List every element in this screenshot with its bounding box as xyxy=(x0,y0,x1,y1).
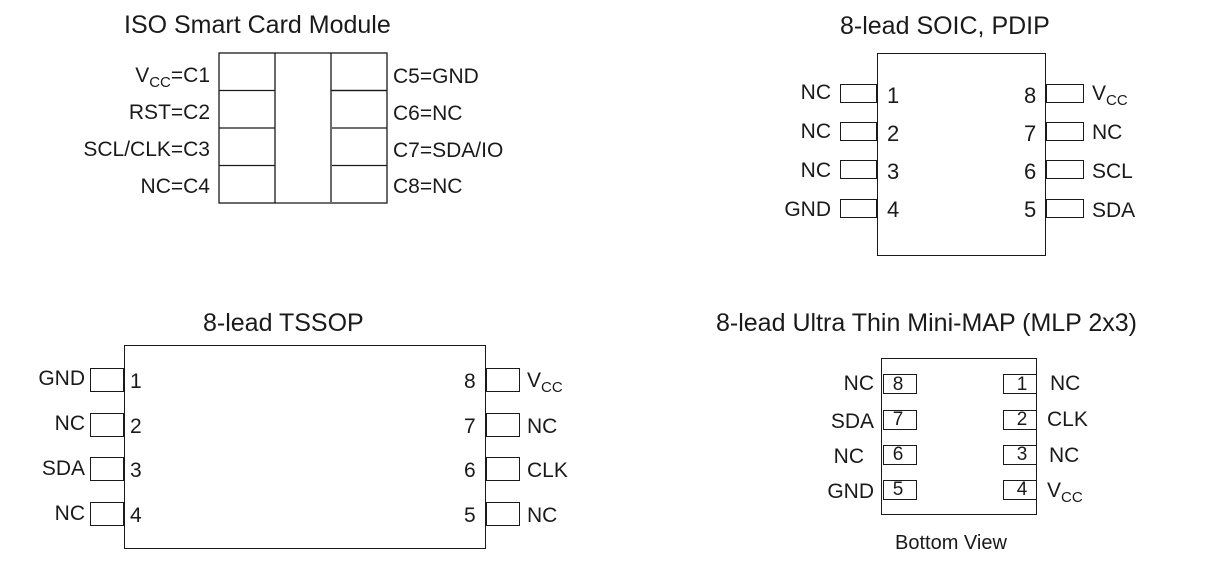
iso-right-label-c5: C5=GND xyxy=(393,65,479,88)
tssop-pin-number-1: 1 xyxy=(130,370,142,393)
mlp-pad-number-8: 8 xyxy=(892,374,904,395)
soic-body xyxy=(877,53,1046,256)
soic-pin-number-4: 4 xyxy=(887,197,900,222)
mlp-pad-7 xyxy=(883,410,917,430)
tssop-pin-number-3: 3 xyxy=(130,459,142,482)
soic-pin-1 xyxy=(840,84,877,103)
soic-right-label-7: NC xyxy=(1092,121,1123,144)
tssop-pin-number-6: 6 xyxy=(464,459,476,482)
soic-right-label-5: SDA xyxy=(1092,199,1136,222)
tssop-right-label-5: NC xyxy=(527,504,558,527)
mlp-pad-number-7: 7 xyxy=(892,409,904,430)
mlp-pad-number-2: 2 xyxy=(1016,409,1028,430)
tssop-pin-4 xyxy=(90,502,124,526)
mlp-right-label-1: NC xyxy=(1050,372,1081,395)
iso-left-label-c2: RST=C2 xyxy=(128,101,210,124)
soic-pin-8 xyxy=(1046,84,1084,103)
soic-pin-3 xyxy=(840,160,877,179)
soic-left-label-3: NC xyxy=(800,159,831,182)
soic-pin-number-6: 6 xyxy=(1024,159,1037,184)
soic-right-label-6: SCL xyxy=(1092,160,1133,183)
soic-left-label-2: NC xyxy=(800,120,831,143)
mlp-pad-number-5: 5 xyxy=(892,479,904,500)
iso-module-title: ISO Smart Card Module xyxy=(124,11,391,39)
soic-pin-number-8: 8 xyxy=(1024,83,1037,108)
mlp-title: 8-lead Ultra Thin Mini-MAP (MLP 2x3) xyxy=(716,309,1137,337)
soic-pin-number-5: 5 xyxy=(1024,197,1037,222)
tssop-pin-number-8: 8 xyxy=(464,370,476,393)
tssop-pin-3 xyxy=(90,457,124,481)
mlp-pad-6 xyxy=(883,445,917,465)
iso-left-label-c1: VCC=C1 xyxy=(135,64,210,91)
tssop-left-label-2: NC xyxy=(54,412,85,435)
iso-left-label-c3: SCL/CLK=C3 xyxy=(83,138,210,161)
mlp-right-label-4: VCC xyxy=(1047,479,1083,506)
soic-pin-number-2: 2 xyxy=(887,121,900,146)
mlp-pad-8 xyxy=(883,374,917,394)
soic-left-label-4: GND xyxy=(784,198,831,221)
mlp-pad-5 xyxy=(883,480,917,500)
mlp-pad-number-6: 6 xyxy=(892,444,904,465)
mlp-right-label-3: NC xyxy=(1049,444,1080,467)
tssop-right-label-8: VCC xyxy=(527,369,563,396)
soic-pin-2 xyxy=(840,122,877,141)
tssop-pin-5 xyxy=(486,502,520,526)
mlp-caption: Bottom View xyxy=(895,532,1007,554)
tssop-title: 8-lead TSSOP xyxy=(203,309,364,337)
tssop-left-label-1: GND xyxy=(38,367,85,390)
tssop-right-label-6: CLK xyxy=(527,459,568,482)
tssop-pin-number-7: 7 xyxy=(464,415,476,438)
tssop-pin-number-2: 2 xyxy=(130,415,142,438)
mlp-right-label-2: CLK xyxy=(1047,408,1088,431)
soic-right-label-8: VCC xyxy=(1092,82,1128,109)
tssop-right-label-7: NC xyxy=(527,415,558,438)
soic-pin-number-1: 1 xyxy=(887,83,900,108)
soic-pin-7 xyxy=(1046,122,1084,141)
tssop-pin-number-5: 5 xyxy=(464,504,476,527)
mlp-pad-2 xyxy=(1003,410,1037,430)
iso-right-label-c6: C6=NC xyxy=(393,102,463,125)
tssop-pin-2 xyxy=(90,413,124,437)
tssop-pin-8 xyxy=(486,368,520,392)
soic-pin-6 xyxy=(1046,160,1084,179)
mlp-pad-number-1: 1 xyxy=(1016,374,1028,395)
iso-left-label-c4: NC=C4 xyxy=(140,175,210,198)
tssop-left-label-4: NC xyxy=(54,502,85,525)
mlp-left-label-6: NC xyxy=(833,445,864,468)
mlp-left-label-5: GND xyxy=(827,480,874,503)
soic-pin-number-3: 3 xyxy=(887,159,900,184)
soic-left-label-1: NC xyxy=(800,81,831,104)
tssop-pin-7 xyxy=(486,413,520,437)
tssop-pin-1 xyxy=(90,368,124,392)
mlp-left-label-8: NC xyxy=(843,372,874,395)
mlp-pad-1 xyxy=(1003,374,1037,394)
iso-right-label-c8: C8=NC xyxy=(393,175,463,198)
soic-pin-4 xyxy=(840,199,877,218)
mlp-pad-number-3: 3 xyxy=(1016,444,1028,465)
soic-pin-number-7: 7 xyxy=(1024,121,1037,146)
tssop-body xyxy=(124,345,486,549)
soic-title: 8-lead SOIC, PDIP xyxy=(840,12,1050,40)
iso-module-outline xyxy=(218,52,388,204)
mlp-left-label-7: SDA xyxy=(830,410,874,433)
tssop-pin-number-4: 4 xyxy=(130,504,142,527)
iso-right-label-c7: C7=SDA/IO xyxy=(393,139,504,162)
mlp-pad-4 xyxy=(1003,480,1037,500)
mlp-pad-3 xyxy=(1003,445,1037,465)
tssop-pin-6 xyxy=(486,457,520,481)
soic-pin-5 xyxy=(1046,199,1084,218)
mlp-pad-number-4: 4 xyxy=(1016,479,1028,500)
tssop-left-label-3: SDA xyxy=(41,457,85,480)
